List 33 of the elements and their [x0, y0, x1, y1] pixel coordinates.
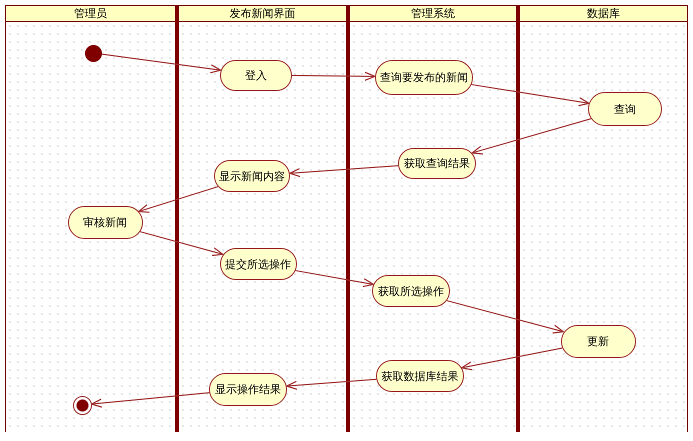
arrow: [295, 270, 374, 288]
swimlane: [516, 5, 688, 432]
lane-header: 管理系统: [350, 6, 516, 22]
lane-header: 数据库: [520, 6, 687, 22]
activity-box: 获取数据库结果: [376, 360, 464, 392]
arrow: [286, 378, 376, 390]
arrow: [292, 72, 376, 81]
arrow: [471, 84, 590, 106]
swimlane: [346, 5, 516, 432]
arrow: [139, 230, 224, 256]
activity-box: 登入: [220, 60, 292, 90]
swimlane: [5, 5, 175, 432]
arrow: [138, 186, 218, 213]
activity-box: 显示新闻内容: [214, 160, 290, 192]
arrow: [461, 348, 562, 370]
activity-box: 审核新闻: [68, 206, 142, 238]
activity-box: 获取所选操作: [372, 275, 450, 307]
arrow: [101, 54, 222, 74]
final-node: [72, 396, 92, 414]
arrow: [90, 392, 210, 408]
lane-header: 发布新闻界面: [179, 6, 346, 22]
activity-box: 查询要发布的新闻: [375, 60, 473, 94]
arrow: [472, 118, 592, 155]
activity-box: 查询: [588, 92, 662, 126]
lane-header: 管理员: [6, 6, 175, 22]
activity-box: 显示操作结果: [209, 372, 287, 406]
arrow: [289, 165, 398, 178]
activity-box: 更新: [560, 324, 636, 358]
activity-box: 提交所选操作: [220, 248, 296, 280]
swimlane: [175, 5, 346, 432]
arrow: [446, 300, 564, 334]
activity-box: 获取查询结果: [398, 148, 476, 178]
initial-node: [84, 44, 102, 62]
